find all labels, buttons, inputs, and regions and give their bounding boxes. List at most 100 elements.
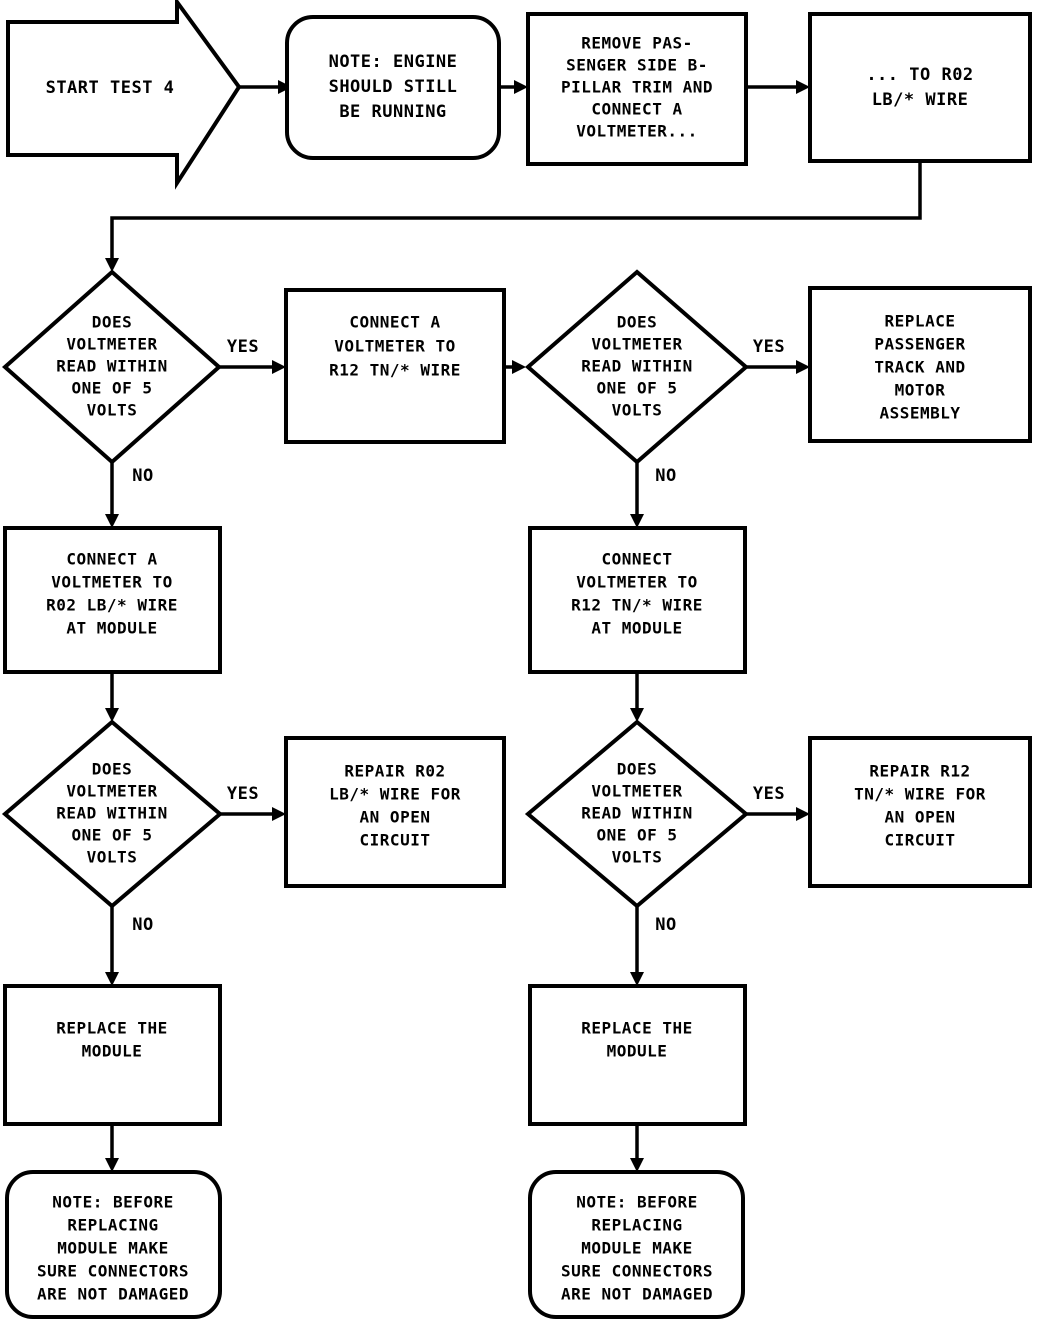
start-arrow-shape	[6, 0, 242, 190]
node-decision-2-line-2: READ WITHIN	[581, 357, 692, 376]
node-note-connectors-left-line-1: REPLACING	[67, 1216, 158, 1235]
node-decision-3[interactable]: DOES VOLTMETER READ WITHIN ONE OF 5 VOLT…	[1, 719, 224, 909]
replace-module-left-shape	[3, 984, 222, 1126]
node-note-connectors-left-line-0: NOTE: BEFORE	[52, 1193, 174, 1212]
node-decision-2-line-0: DOES	[617, 313, 658, 332]
node-replace-track-line-2: TRACK AND	[874, 358, 965, 377]
decision-1-shape	[1, 269, 223, 465]
node-note-connectors-right-line-4: ARE NOT DAMAGED	[561, 1285, 713, 1304]
node-remove-trim-line-2: PILLAR TRIM AND	[561, 78, 713, 97]
node-decision-3-line-3: ONE OF 5	[71, 826, 152, 845]
node-remove-trim-line-3: CONNECT A	[591, 100, 682, 119]
node-replace-track-line-0: REPLACE	[885, 312, 956, 331]
node-replace-module-left-line-0: REPLACE THE	[56, 1019, 167, 1038]
node-to-r02-wire[interactable]: ... TO R02 LB/* WIRE	[808, 12, 1032, 163]
node-note-connectors-right-line-2: MODULE MAKE	[581, 1239, 692, 1258]
node-connect-r02-module[interactable]: CONNECT A VOLTMETER TO R02 LB/* WIRE AT …	[3, 526, 222, 674]
node-decision-3-line-2: READ WITHIN	[56, 804, 167, 823]
node-decision-1[interactable]: DOES VOLTMETER READ WITHIN ONE OF 5 VOLT…	[1, 269, 223, 465]
node-replace-module-right-line-0: REPLACE THE	[581, 1019, 692, 1038]
node-replace-module-right-line-1: MODULE	[607, 1042, 668, 1061]
node-repair-r02[interactable]: REPAIR R02 LB/* WIRE FOR AN OPEN CIRCUIT	[284, 736, 506, 888]
node-note-connectors-right[interactable]: NOTE: BEFORE REPLACING MODULE MAKE SURE …	[528, 1170, 745, 1319]
node-note-connectors-left[interactable]: NOTE: BEFORE REPLACING MODULE MAKE SURE …	[5, 1170, 222, 1319]
node-to-r02-wire-line-0: ... TO R02	[866, 65, 973, 85]
node-connect-r12-line-2: R12 TN/* WIRE	[329, 361, 461, 380]
node-connect-r12-module-line-2: R12 TN/* WIRE	[571, 596, 703, 615]
decision-3-shape	[1, 719, 224, 909]
node-decision-4[interactable]: DOES VOLTMETER READ WITHIN ONE OF 5 VOLT…	[524, 719, 750, 909]
node-decision-1-line-2: READ WITHIN	[56, 357, 167, 376]
node-note-connectors-right-line-1: REPLACING	[591, 1216, 682, 1235]
arrowhead-decision1-no	[105, 514, 119, 528]
edge-label-layer: YES NO YES NO YES NO YES NO	[132, 337, 785, 935]
node-note-connectors-left-line-3: SURE CONNECTORS	[37, 1262, 189, 1281]
arrowhead-decision4-no	[630, 972, 644, 986]
node-replace-module-right[interactable]: REPLACE THE MODULE	[528, 984, 747, 1126]
node-repair-r12-line-2: AN OPEN	[885, 808, 956, 827]
note-engine-shape	[285, 15, 501, 160]
node-decision-4-line-0: DOES	[617, 760, 658, 779]
node-decision-3-line-4: VOLTS	[87, 848, 138, 867]
node-decision-2-line-3: ONE OF 5	[596, 379, 677, 398]
connector-r02wire-to-decision1	[110, 161, 922, 258]
arrowhead-modleft-to-noteleft	[105, 1158, 119, 1172]
node-replace-module-left[interactable]: REPLACE THE MODULE	[3, 984, 222, 1126]
node-remove-trim[interactable]: REMOVE PAS- SENGER SIDE B- PILLAR TRIM A…	[526, 12, 748, 166]
arrowhead-modright-to-noteright	[630, 1158, 644, 1172]
node-decision-3-line-1: VOLTMETER	[66, 782, 157, 801]
node-note-engine-line-2: BE RUNNING	[339, 102, 446, 122]
node-note-engine[interactable]: NOTE: ENGINE SHOULD STILL BE RUNNING	[285, 15, 501, 160]
node-note-connectors-left-line-4: ARE NOT DAMAGED	[37, 1285, 189, 1304]
node-decision-2-line-1: VOLTMETER	[591, 335, 682, 354]
replace-module-right-shape	[528, 984, 747, 1126]
node-repair-r02-line-1: LB/* WIRE FOR	[329, 785, 461, 804]
connect-r02-module-shape	[3, 526, 222, 674]
edge-label-yes-1: YES	[227, 337, 259, 357]
node-replace-track-line-4: ASSEMBLY	[879, 404, 960, 423]
arrowhead-decision2-no	[630, 514, 644, 528]
node-decision-2[interactable]: DOES VOLTMETER READ WITHIN ONE OF 5 VOLT…	[524, 269, 750, 465]
node-decision-4-line-1: VOLTMETER	[591, 782, 682, 801]
node-connect-r02-module-line-3: AT MODULE	[66, 619, 157, 638]
edge-label-yes-2: YES	[753, 337, 785, 357]
node-note-engine-line-0: NOTE: ENGINE	[329, 52, 458, 72]
node-remove-trim-line-4: VOLTMETER...	[576, 122, 698, 141]
connect-r12-module-shape	[528, 526, 747, 674]
node-repair-r12-line-1: TN/* WIRE FOR	[854, 785, 986, 804]
node-repair-r12[interactable]: REPAIR R12 TN/* WIRE FOR AN OPEN CIRCUIT	[808, 736, 1032, 888]
edge-label-no-2: NO	[655, 466, 676, 486]
replace-track-shape	[808, 286, 1032, 443]
remove-trim-shape	[526, 12, 748, 166]
decision-2-shape	[524, 269, 750, 465]
edge-label-no-3: NO	[132, 915, 153, 935]
node-note-connectors-left-line-2: MODULE MAKE	[57, 1239, 168, 1258]
node-decision-4-line-3: ONE OF 5	[596, 826, 677, 845]
node-decision-1-line-4: VOLTS	[87, 401, 138, 420]
decision-4-shape	[524, 719, 750, 909]
node-repair-r12-line-3: CIRCUIT	[885, 831, 956, 850]
node-connect-r12-line-1: VOLTMETER TO	[334, 337, 456, 356]
node-start-test-4-line-0: START TEST 4	[46, 78, 175, 98]
node-connect-r12-module[interactable]: CONNECT VOLTMETER TO R12 TN/* WIRE AT MO…	[528, 526, 747, 674]
node-note-connectors-right-line-3: SURE CONNECTORS	[561, 1262, 713, 1281]
node-replace-track[interactable]: REPLACE PASSENGER TRACK AND MOTOR ASSEMB…	[808, 286, 1032, 443]
node-connect-r12-module-line-0: CONNECT	[602, 550, 673, 569]
node-remove-trim-line-1: SENGER SIDE B-	[566, 56, 708, 75]
node-decision-1-line-3: ONE OF 5	[71, 379, 152, 398]
node-connect-r02-module-line-2: R02 LB/* WIRE	[46, 596, 178, 615]
node-connect-r12-module-line-1: VOLTMETER TO	[576, 573, 698, 592]
node-replace-track-line-3: MOTOR	[895, 381, 946, 400]
node-connect-r12-line-0: CONNECT A	[349, 313, 440, 332]
arrowhead-decision2-yes	[796, 360, 810, 374]
node-decision-2-line-4: VOLTS	[612, 401, 663, 420]
edge-label-no-4: NO	[655, 915, 676, 935]
node-decision-3-line-0: DOES	[92, 760, 133, 779]
node-repair-r02-line-2: AN OPEN	[360, 808, 431, 827]
node-connect-r12[interactable]: CONNECT A VOLTMETER TO R12 TN/* WIRE	[284, 288, 506, 444]
node-remove-trim-line-0: REMOVE PAS-	[581, 34, 692, 53]
node-start-test-4[interactable]: START TEST 4	[6, 0, 242, 190]
node-note-connectors-right-line-0: NOTE: BEFORE	[576, 1193, 698, 1212]
